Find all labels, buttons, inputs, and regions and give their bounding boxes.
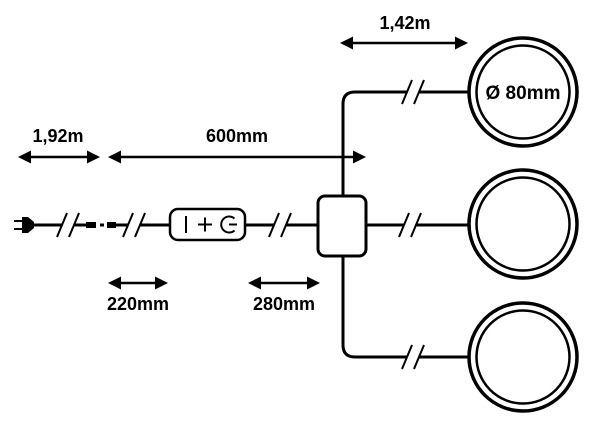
light-bottom-inner — [475, 309, 571, 405]
arrowhead-left — [18, 150, 31, 164]
dimension-switch-to-junction: 280mm — [248, 276, 320, 314]
arrowhead-right — [353, 150, 366, 164]
plug-body — [22, 217, 34, 233]
arrowhead-left — [108, 276, 121, 290]
cable-break-icon — [122, 212, 146, 238]
cable-branch-top — [341, 90, 407, 196]
arrowhead-left — [248, 276, 261, 290]
ring-light-icon — [467, 36, 579, 148]
dimension-label-main-span: 600mm — [206, 126, 268, 146]
cable-break-icon — [401, 79, 425, 105]
dimension-main-span: 600mm — [108, 126, 366, 164]
dimension-label-left-cable: 1,92m — [32, 126, 83, 146]
junction-box-icon — [316, 194, 368, 258]
cable-break-icon — [268, 212, 292, 238]
cable-break-icon — [398, 212, 422, 238]
arrowhead-right — [307, 276, 320, 290]
light-top-inner — [475, 44, 571, 140]
plus-icon — [198, 217, 212, 232]
arrowhead-left — [340, 36, 353, 50]
plug-icon — [14, 217, 34, 233]
ring-light-icon — [467, 168, 579, 280]
cables — [33, 90, 469, 359]
dimmer-icon — [220, 215, 237, 234]
dimension-left-cable: 1,92m — [18, 126, 100, 164]
dimension-label-connector-to-switch: 220mm — [107, 294, 169, 314]
ring-light-icon — [467, 301, 579, 413]
cable-break-icon — [401, 344, 425, 370]
arrowhead-left — [108, 150, 121, 164]
arrowhead-right — [455, 36, 468, 50]
dimension-connector-to-switch: 220mm — [107, 276, 169, 314]
arrowhead-right — [155, 276, 168, 290]
dimension-top-cable: 1,42m — [340, 13, 468, 50]
dimension-label-switch-to-junction: 280mm — [253, 294, 315, 314]
cable-branch-bottom — [341, 256, 407, 359]
arrowhead-right — [87, 150, 100, 164]
light-diameter-label: Ø 80mm — [486, 83, 561, 104]
light-middle-inner — [475, 176, 571, 272]
cable-breaks — [56, 79, 425, 370]
dimension-label-top-cable: 1,42m — [379, 13, 430, 33]
switch-box — [168, 207, 247, 242]
cable-break-icon — [56, 212, 80, 238]
